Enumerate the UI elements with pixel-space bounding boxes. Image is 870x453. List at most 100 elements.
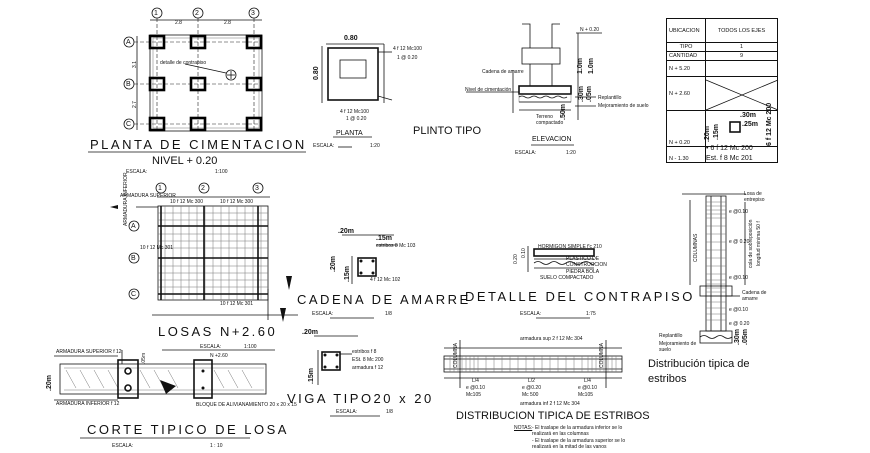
col-detail-spacing-2: e @ 0.20 bbox=[729, 239, 750, 245]
tie-beam-bars: 4 f 12 Mc 102 bbox=[370, 277, 401, 283]
table-dim-c: .20m bbox=[704, 126, 711, 142]
elevation-dim-3: .05m bbox=[586, 86, 593, 102]
footing-rebar-bottom: 4 f 12 Mc100 bbox=[340, 109, 369, 115]
table-row: N + 5.20 bbox=[666, 60, 778, 77]
footing-plan-drawing bbox=[321, 43, 393, 148]
dist-mark-3: Mc105 bbox=[578, 392, 594, 398]
tie-beam-dim-a: .15m bbox=[376, 235, 392, 242]
dist-fraction-2: L/2 bbox=[528, 378, 535, 384]
table-cell-rebar bbox=[705, 146, 778, 163]
dist-stirrup-3: e @0.10 bbox=[578, 385, 597, 391]
column-detail-drawing bbox=[682, 193, 746, 344]
dist-col-left: COLUMNA bbox=[453, 342, 459, 368]
table-row: TIPO 1 bbox=[666, 42, 778, 52]
tie-beam-height-2: .20m bbox=[330, 256, 337, 272]
table-level-2: N + 2.60 bbox=[666, 76, 706, 111]
col-detail-soil: Mejoramiento de suelo bbox=[659, 341, 697, 353]
subfloor-layer-2: PLASTICO DE CONSTRUCCION bbox=[566, 256, 607, 268]
subfloor-drawing bbox=[527, 246, 595, 319]
table-level-3: N + 0.20 bbox=[666, 110, 706, 147]
slab-rebar-1: 10 f 12 Mc 300 bbox=[170, 199, 204, 205]
grid-number-3: 3 bbox=[251, 10, 255, 17]
dim-side-2: 2.7 bbox=[132, 101, 138, 108]
footing-height: 0.80 bbox=[313, 66, 320, 80]
beam-drawing bbox=[314, 335, 380, 417]
dim-top-1: 2.8 bbox=[175, 20, 182, 26]
col-detail-dim-1: .30m bbox=[734, 329, 741, 345]
table-row: N - 1.30 bbox=[666, 146, 778, 163]
slab-grid-number-2: 2 bbox=[201, 185, 205, 192]
beam-width: .20m bbox=[302, 329, 318, 336]
table-row: N + 2.60 bbox=[666, 76, 778, 111]
dim-side-1: 3.1 bbox=[132, 61, 138, 68]
dist-note-2: realizará en las columnas bbox=[532, 431, 589, 437]
column-schedule-table: UBICACION TODOS LOS EJES TIPO 1 CANTIDAD… bbox=[666, 18, 778, 163]
slab-label-top: ARMADURA SUPERIOR bbox=[120, 193, 176, 199]
callout-contrapiso: detalle de contrapiso bbox=[160, 60, 207, 66]
slab-grid-letter-a: A bbox=[131, 223, 136, 230]
dist-fraction-3: L/4 bbox=[584, 378, 591, 384]
slab-section-level: N +2.60 bbox=[210, 353, 228, 359]
table-level-4: N - 1.30 bbox=[666, 146, 706, 163]
beam-scale-label: ESCALA: bbox=[336, 409, 358, 415]
slab-section-block: BLOQUE DE ALIVIANAMIENTO 20 x 20 x 15 bbox=[196, 402, 297, 408]
table-header-axes: TODOS LOS EJES bbox=[705, 18, 778, 43]
dist-top-bar: armadura sup 2 f 12 Mc 304 bbox=[520, 336, 583, 342]
subfloor-scale-label: ESCALA: bbox=[520, 311, 542, 317]
slab-rebar-3: 10 f 12 Mc 301 bbox=[140, 245, 174, 251]
col-detail-tie-beam: Cadena de amarre bbox=[742, 290, 767, 302]
slab-rib-grid bbox=[158, 206, 268, 300]
col-detail-spacing-5: e @ 0.20 bbox=[729, 321, 750, 327]
slab-grid-letter-b: B bbox=[131, 255, 136, 262]
slab-grid-number-1: 1 bbox=[158, 185, 162, 192]
table-dim-b: .25m bbox=[742, 121, 758, 128]
footing-label: PLANTA bbox=[336, 130, 363, 137]
grid-letter-b: B bbox=[126, 81, 131, 88]
table-rebar-vertical: 6 f 12 Mc 200 bbox=[766, 102, 773, 146]
foundation-plan-drawing bbox=[88, 7, 306, 153]
col-detail-slab: Losa de entrepiso bbox=[744, 191, 765, 203]
col-detail-column: COLUMNAS bbox=[693, 233, 699, 262]
col-detail-leveling: Replantillo bbox=[659, 333, 683, 339]
table-dim-d: .15m bbox=[713, 124, 720, 140]
beam-note-3: armadura f 12 bbox=[352, 365, 384, 371]
tie-beam-width: .20m bbox=[338, 228, 354, 235]
subfloor-scale-value: 1:75 bbox=[586, 311, 596, 317]
dist-mark-1: Mc105 bbox=[466, 392, 482, 398]
table-label-quantity: CANTIDAD bbox=[666, 51, 706, 61]
tie-beam-drawing bbox=[330, 234, 398, 319]
slab-rebar-2: 10 f 12 Mc 300 bbox=[220, 199, 254, 205]
table-value-quantity: 9 bbox=[705, 51, 778, 61]
footing-scale-label: ESCALA: bbox=[313, 143, 335, 149]
elevation-label: ELEVACION bbox=[532, 136, 572, 143]
slabs-plan-drawing bbox=[110, 182, 298, 351]
foundation-plan-title: PLANTA DE CIMENTACION bbox=[90, 137, 307, 152]
dist-bottom-bar: armadura inf 2 f 12 Mc 304 bbox=[520, 401, 580, 407]
dist-fraction-1: L/4 bbox=[472, 378, 479, 384]
slab-grid-number-3: 3 bbox=[255, 185, 259, 192]
dist-title: DISTRIBUCION TIPICA DE ESTRIBOS bbox=[456, 410, 650, 422]
dist-note-1: - El traslape de la armadura inferior se… bbox=[532, 425, 623, 431]
dim-top-2: 2.8 bbox=[224, 20, 231, 26]
table-cell-section bbox=[705, 110, 778, 147]
col-detail-title-1: Distribución tipica de bbox=[648, 358, 750, 370]
tie-beam-title: CADENA DE AMARRE bbox=[297, 292, 471, 307]
subfloor-dim-1: 0.10 bbox=[521, 248, 527, 258]
grid-letter-a: A bbox=[126, 39, 131, 46]
tie-beam-scale-value: 1/8 bbox=[385, 311, 392, 317]
col-detail-spacing-1: e @0.10 bbox=[729, 209, 748, 215]
elevation-drawing bbox=[466, 23, 602, 146]
footing-scale-value: 1:20 bbox=[370, 143, 380, 149]
elevation-dim-5: 1.0m bbox=[588, 58, 595, 74]
beam-title: VIGA TIPO20 x 20 bbox=[287, 391, 434, 406]
elevation-dim-2: 1.0m bbox=[577, 58, 584, 74]
elevation-level: N + 0.20 bbox=[580, 27, 600, 33]
slab-label-bottom: ARMADURA INFERIOR bbox=[123, 172, 129, 226]
grid-number-2: 2 bbox=[195, 10, 199, 17]
subfloor-layer-4: SUELO COMPACTADO bbox=[540, 275, 594, 281]
table-row: CANTIDAD 9 bbox=[666, 51, 778, 61]
slabs-title: LOSAS N+2.60 bbox=[158, 324, 278, 339]
table-row: N + 0.20 bbox=[666, 110, 778, 147]
tie-beam-stirrup: estribos 8 Mc 103 bbox=[376, 243, 416, 249]
slab-section-dim-1: .20m bbox=[46, 375, 53, 391]
